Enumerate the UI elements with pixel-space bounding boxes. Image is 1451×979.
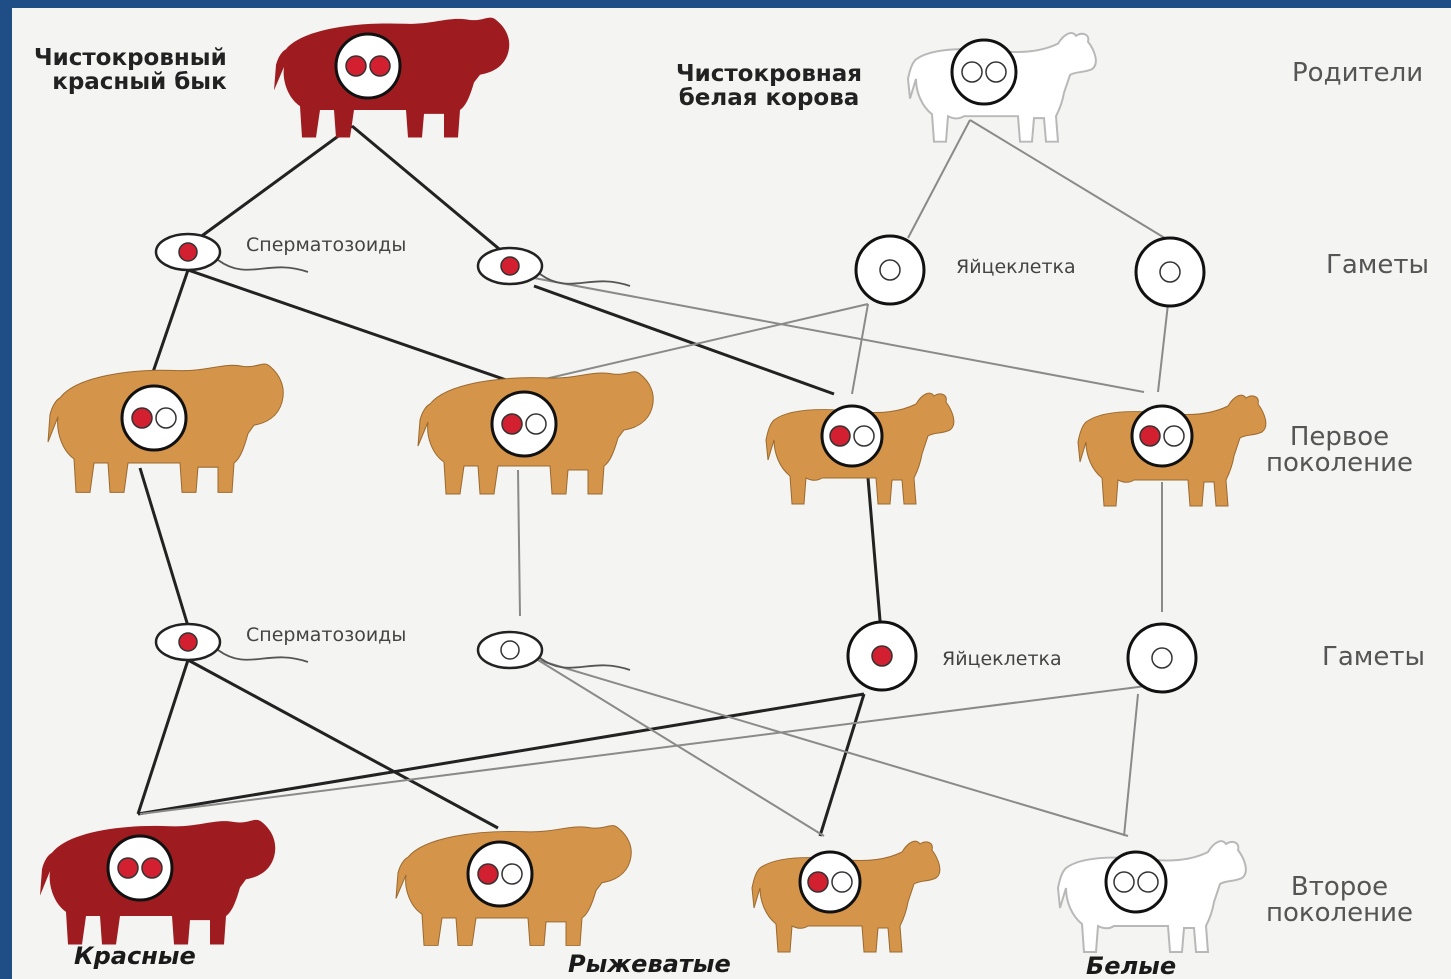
bottom-label-red: Красные [74,942,196,970]
genotype-f2-white-allele-left [1114,872,1134,892]
dark-line-8 [138,694,864,814]
genotype-f1-4 [1132,406,1192,466]
row-label-gametes-1: Гаметы [1326,252,1429,278]
genotype-parent-cow-allele-right [986,62,1006,82]
egg-gen1-a [856,236,924,304]
genotype-f1-1 [122,386,186,450]
genotype-f1-3-allele-right [854,426,874,446]
egg-label-1: Яйцеклетка [956,256,1076,278]
dark-line-5 [140,468,188,626]
genotype-f1-2-allele-left [502,414,522,434]
sperm-gen1-b [478,248,630,286]
genotype-parent-bull-allele-right [370,56,390,76]
genotype-f2-roan-cow-allele-right [832,872,852,892]
row-label-first-gen-line1: Первое [1266,424,1413,450]
light-line-8 [538,660,824,836]
genotype-parent-cow-allele-left [962,62,982,82]
genotype-f1-3-allele-left [830,426,850,446]
sperm-gen2-a-tail [218,650,308,662]
row-label-first-gen-line2: поколение [1266,450,1413,476]
genotype-f2-roan-bull-allele-right [502,864,522,884]
genotype-f2-roan-bull [468,842,532,906]
parent-bull-label-line1: Чистокровный [34,46,227,70]
bottom-label-roan: Рыжеватые [568,950,731,978]
sperm-gen1-b-tail [540,274,630,286]
row-label-second-gen-line2: поколение [1266,900,1413,926]
genotype-f2-red-allele-left [118,858,138,878]
genotype-f2-red-allele-right [142,858,162,878]
egg-gen1-b [1136,238,1204,306]
genotype-f1-2-allele-right [526,414,546,434]
genotype-f2-white-allele-right [1138,872,1158,892]
genotype-f2-roan-bull-allele-left [478,864,498,884]
genotype-f2-white [1106,852,1166,912]
sperm-gen2-b-nucleus [501,641,519,659]
egg-gen1-a-nucleus [880,260,900,280]
row-label-first-gen: Первое поколение [1266,424,1413,476]
egg-label-2: Яйцеклетка [942,648,1062,670]
egg-gen2-a [848,622,916,690]
egg-gen2-b-nucleus [1152,648,1172,668]
dark-line-9 [820,694,864,836]
light-line-1 [970,120,1168,240]
light-line-6 [518,470,520,616]
sperm-label-2: Сперматозоиды [246,624,406,646]
genotype-f2-roan-cow-allele-left [808,872,828,892]
genotype-parent-bull [336,34,400,98]
genotype-parent-bull-allele-left [346,56,366,76]
light-line-10 [538,660,1128,836]
sperm-gen1-a-nucleus [179,243,197,261]
genotype-f1-2 [492,392,556,456]
genotype-f2-roan-cow [800,852,860,912]
inheritance-diagram [12,8,1451,979]
sperm-gen1-b-nucleus [501,257,519,275]
genotype-f1-4-allele-right [1164,426,1184,446]
bottom-label-white: Белые [1086,952,1176,979]
row-label-parents: Родители [1292,60,1423,86]
genotype-f1-1-allele-left [132,408,152,428]
row-label-gametes-2: Гаметы [1322,644,1425,670]
dark-line-0 [188,126,352,246]
light-line-3 [532,304,868,382]
row-label-second-gen: Второе поколение [1266,874,1413,926]
egg-gen2-a-nucleus [872,646,892,666]
parent-cow-label-line1: Чистокровная [676,62,862,86]
genotype-parent-cow [952,40,1016,104]
genotype-f2-red [108,836,172,900]
egg-gen1-b-nucleus [1160,262,1180,282]
genotype-f1-4-allele-left [1140,426,1160,446]
parent-bull-label: Чистокровный красный бык [34,46,227,94]
genotype-f1-3 [822,406,882,466]
light-line-11 [1124,694,1138,836]
genotype-f1-1-allele-right [156,408,176,428]
parent-cow-label-line2: белая корова [676,86,862,110]
parent-cow-label: Чистокровная белая корова [676,62,862,110]
parent-bull-label-line2: красный бык [34,70,227,94]
light-line-9 [140,684,1162,814]
sperm-label-1: Сперматозоиды [246,234,406,256]
row-label-second-gen-line1: Второе [1266,874,1413,900]
diagram-canvas: Чистокровный красный бык Чистокровная бе… [12,8,1451,979]
sperm-gen2-a-nucleus [179,633,197,651]
light-line-2 [852,304,868,394]
light-line-5 [1158,304,1168,392]
egg-gen2-b [1128,624,1196,692]
dark-line-7 [138,660,188,814]
sperm-gen1-a-tail [218,260,308,272]
